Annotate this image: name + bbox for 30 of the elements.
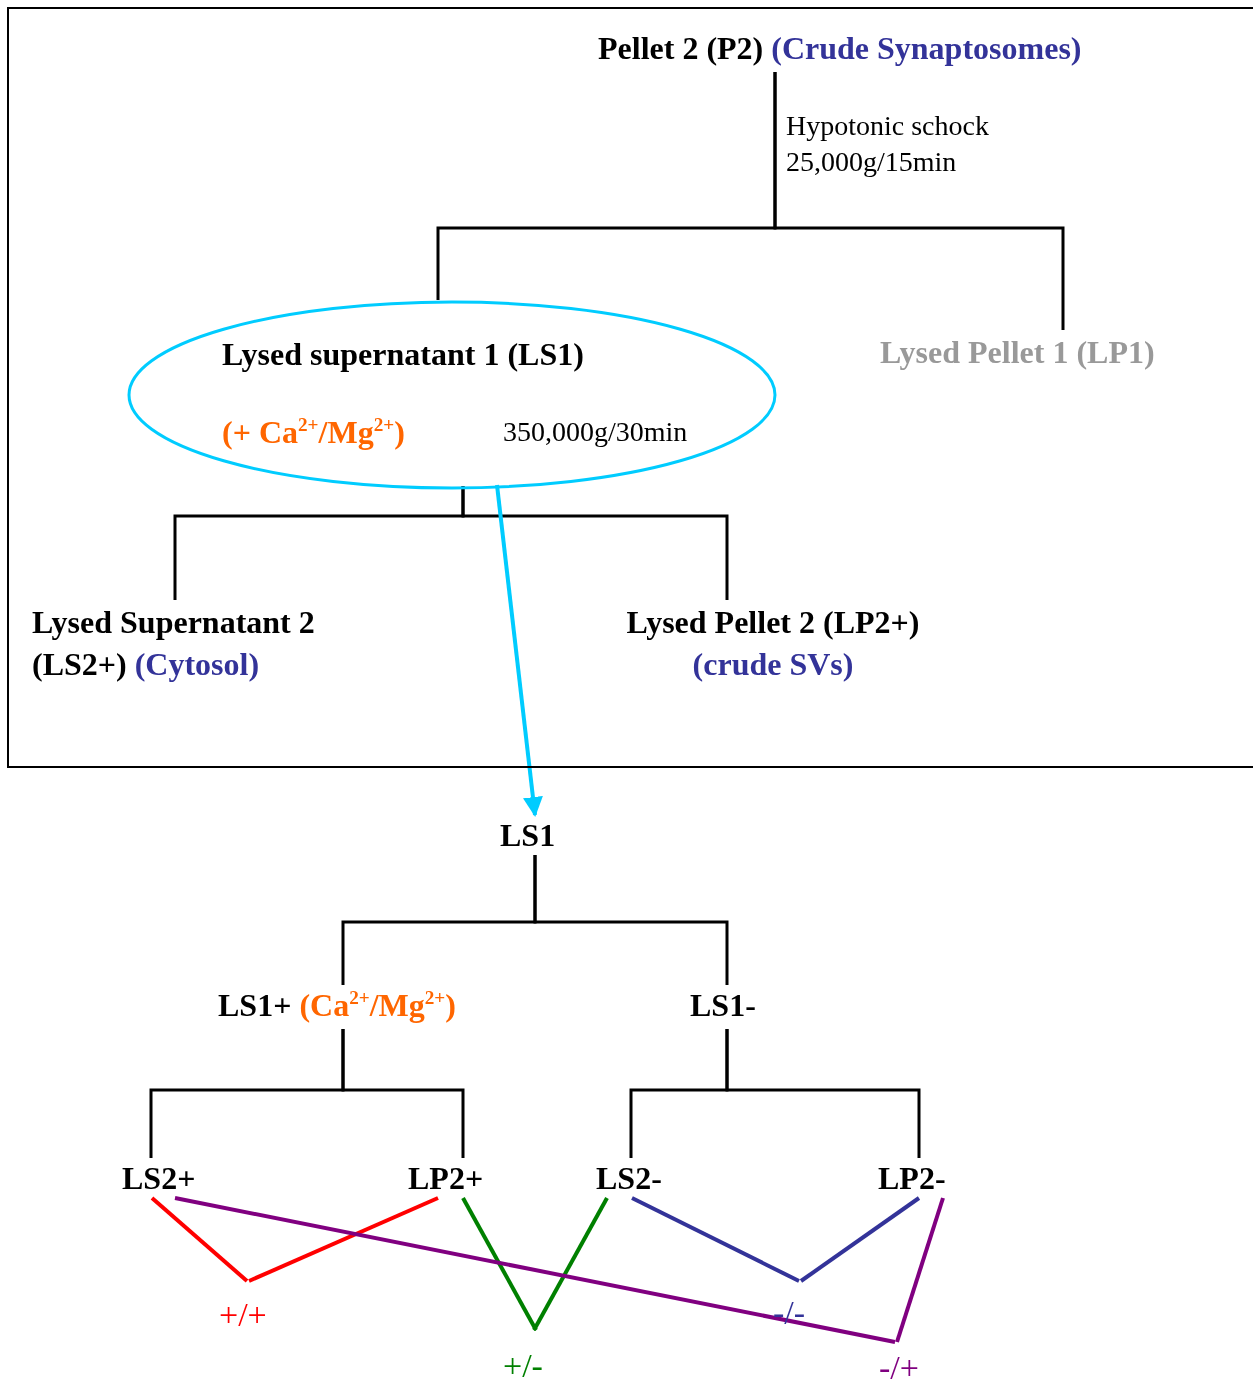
fraction-label: Pellet 2 (P2) (Crude Synaptosomes): [598, 28, 1188, 74]
fraction-label: Lysed Pellet 2 (LP2+) (crude SVs): [598, 602, 948, 692]
frame-box: [7, 7, 1253, 768]
connector-line: [533, 855, 729, 985]
connector-line: [174, 1196, 896, 1344]
fraction-label: LS2+: [122, 1158, 217, 1198]
arrow: [495, 484, 543, 817]
centrifugation-label: Hypotonic schock 25,000g/15min: [786, 109, 990, 180]
fraction-label: Lysed Pellet 1 (LP1): [880, 332, 1215, 376]
fraction-label: LS2-: [596, 1158, 681, 1198]
connector-line: [799, 1196, 921, 1283]
connector-line: [341, 1029, 465, 1158]
fraction-label: LS1: [500, 815, 572, 855]
fraction-label: Lysed Supernatant 2 (LS2+) (Cytosol): [32, 602, 377, 692]
fraction-label: LP2-: [878, 1158, 963, 1198]
connector-line: [773, 72, 1065, 330]
connector-line: [150, 1196, 249, 1283]
connector-line: [532, 1197, 609, 1331]
fraction-label: LP2+: [408, 1158, 503, 1198]
connector-line: [631, 1196, 800, 1283]
fraction-label: -/+: [875, 1342, 945, 1384]
connector-line: [725, 1029, 921, 1158]
connector-line: [248, 1196, 439, 1283]
connector-line: [461, 1197, 538, 1331]
fraction-label: +/+: [215, 1281, 290, 1337]
fraction-label: LS1-: [690, 985, 770, 1029]
fraction-label: LS1+ (Ca$^{2+}$/Mg$^{2+}$): [218, 985, 513, 1029]
fraction-label: +/-: [500, 1330, 570, 1384]
connector-line: [895, 1197, 945, 1343]
centrifugation-label: 350,000g/30min: [503, 415, 689, 449]
